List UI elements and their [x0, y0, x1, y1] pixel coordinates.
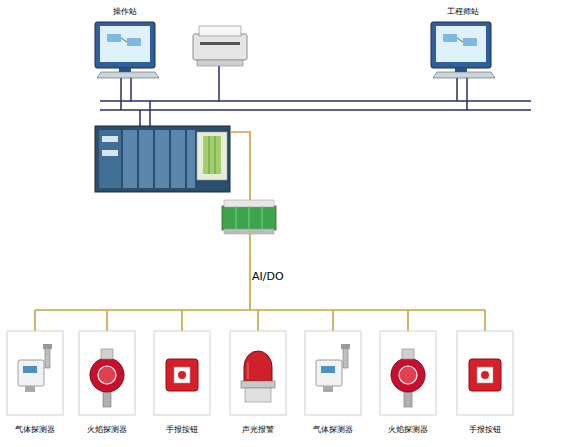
station-node: 工程师站 [424, 6, 502, 86]
field-device-node: 气体探测器 [3, 331, 67, 435]
field-device-node: 气体探测器 [301, 331, 365, 435]
node-label: 火焰探测器 [388, 424, 428, 435]
station-node: 操作站 [88, 6, 162, 86]
field-device-node: 手报按钮 [453, 331, 517, 435]
controller-rack [95, 126, 230, 192]
node-label: 气体探测器 [313, 424, 353, 435]
node-label: 火焰探测器 [87, 424, 127, 435]
node-label: 手报按钮 [166, 424, 198, 435]
node-label: 气体探测器 [15, 424, 55, 435]
signal-label: AI/DO [252, 270, 284, 283]
signal-isolator [222, 200, 276, 234]
field-device-node: 声光报警 [226, 331, 290, 435]
node-label: 声光报警 [242, 424, 274, 435]
node-label: 手报按钮 [469, 424, 501, 435]
printer [193, 26, 247, 66]
field-device-node: 火焰探测器 [75, 331, 139, 435]
node-label: 操作站 [113, 6, 137, 17]
field-device-node: 手报按钮 [150, 331, 214, 435]
node-label: 工程师站 [447, 6, 479, 17]
field-device-node: 火焰探测器 [376, 331, 440, 435]
